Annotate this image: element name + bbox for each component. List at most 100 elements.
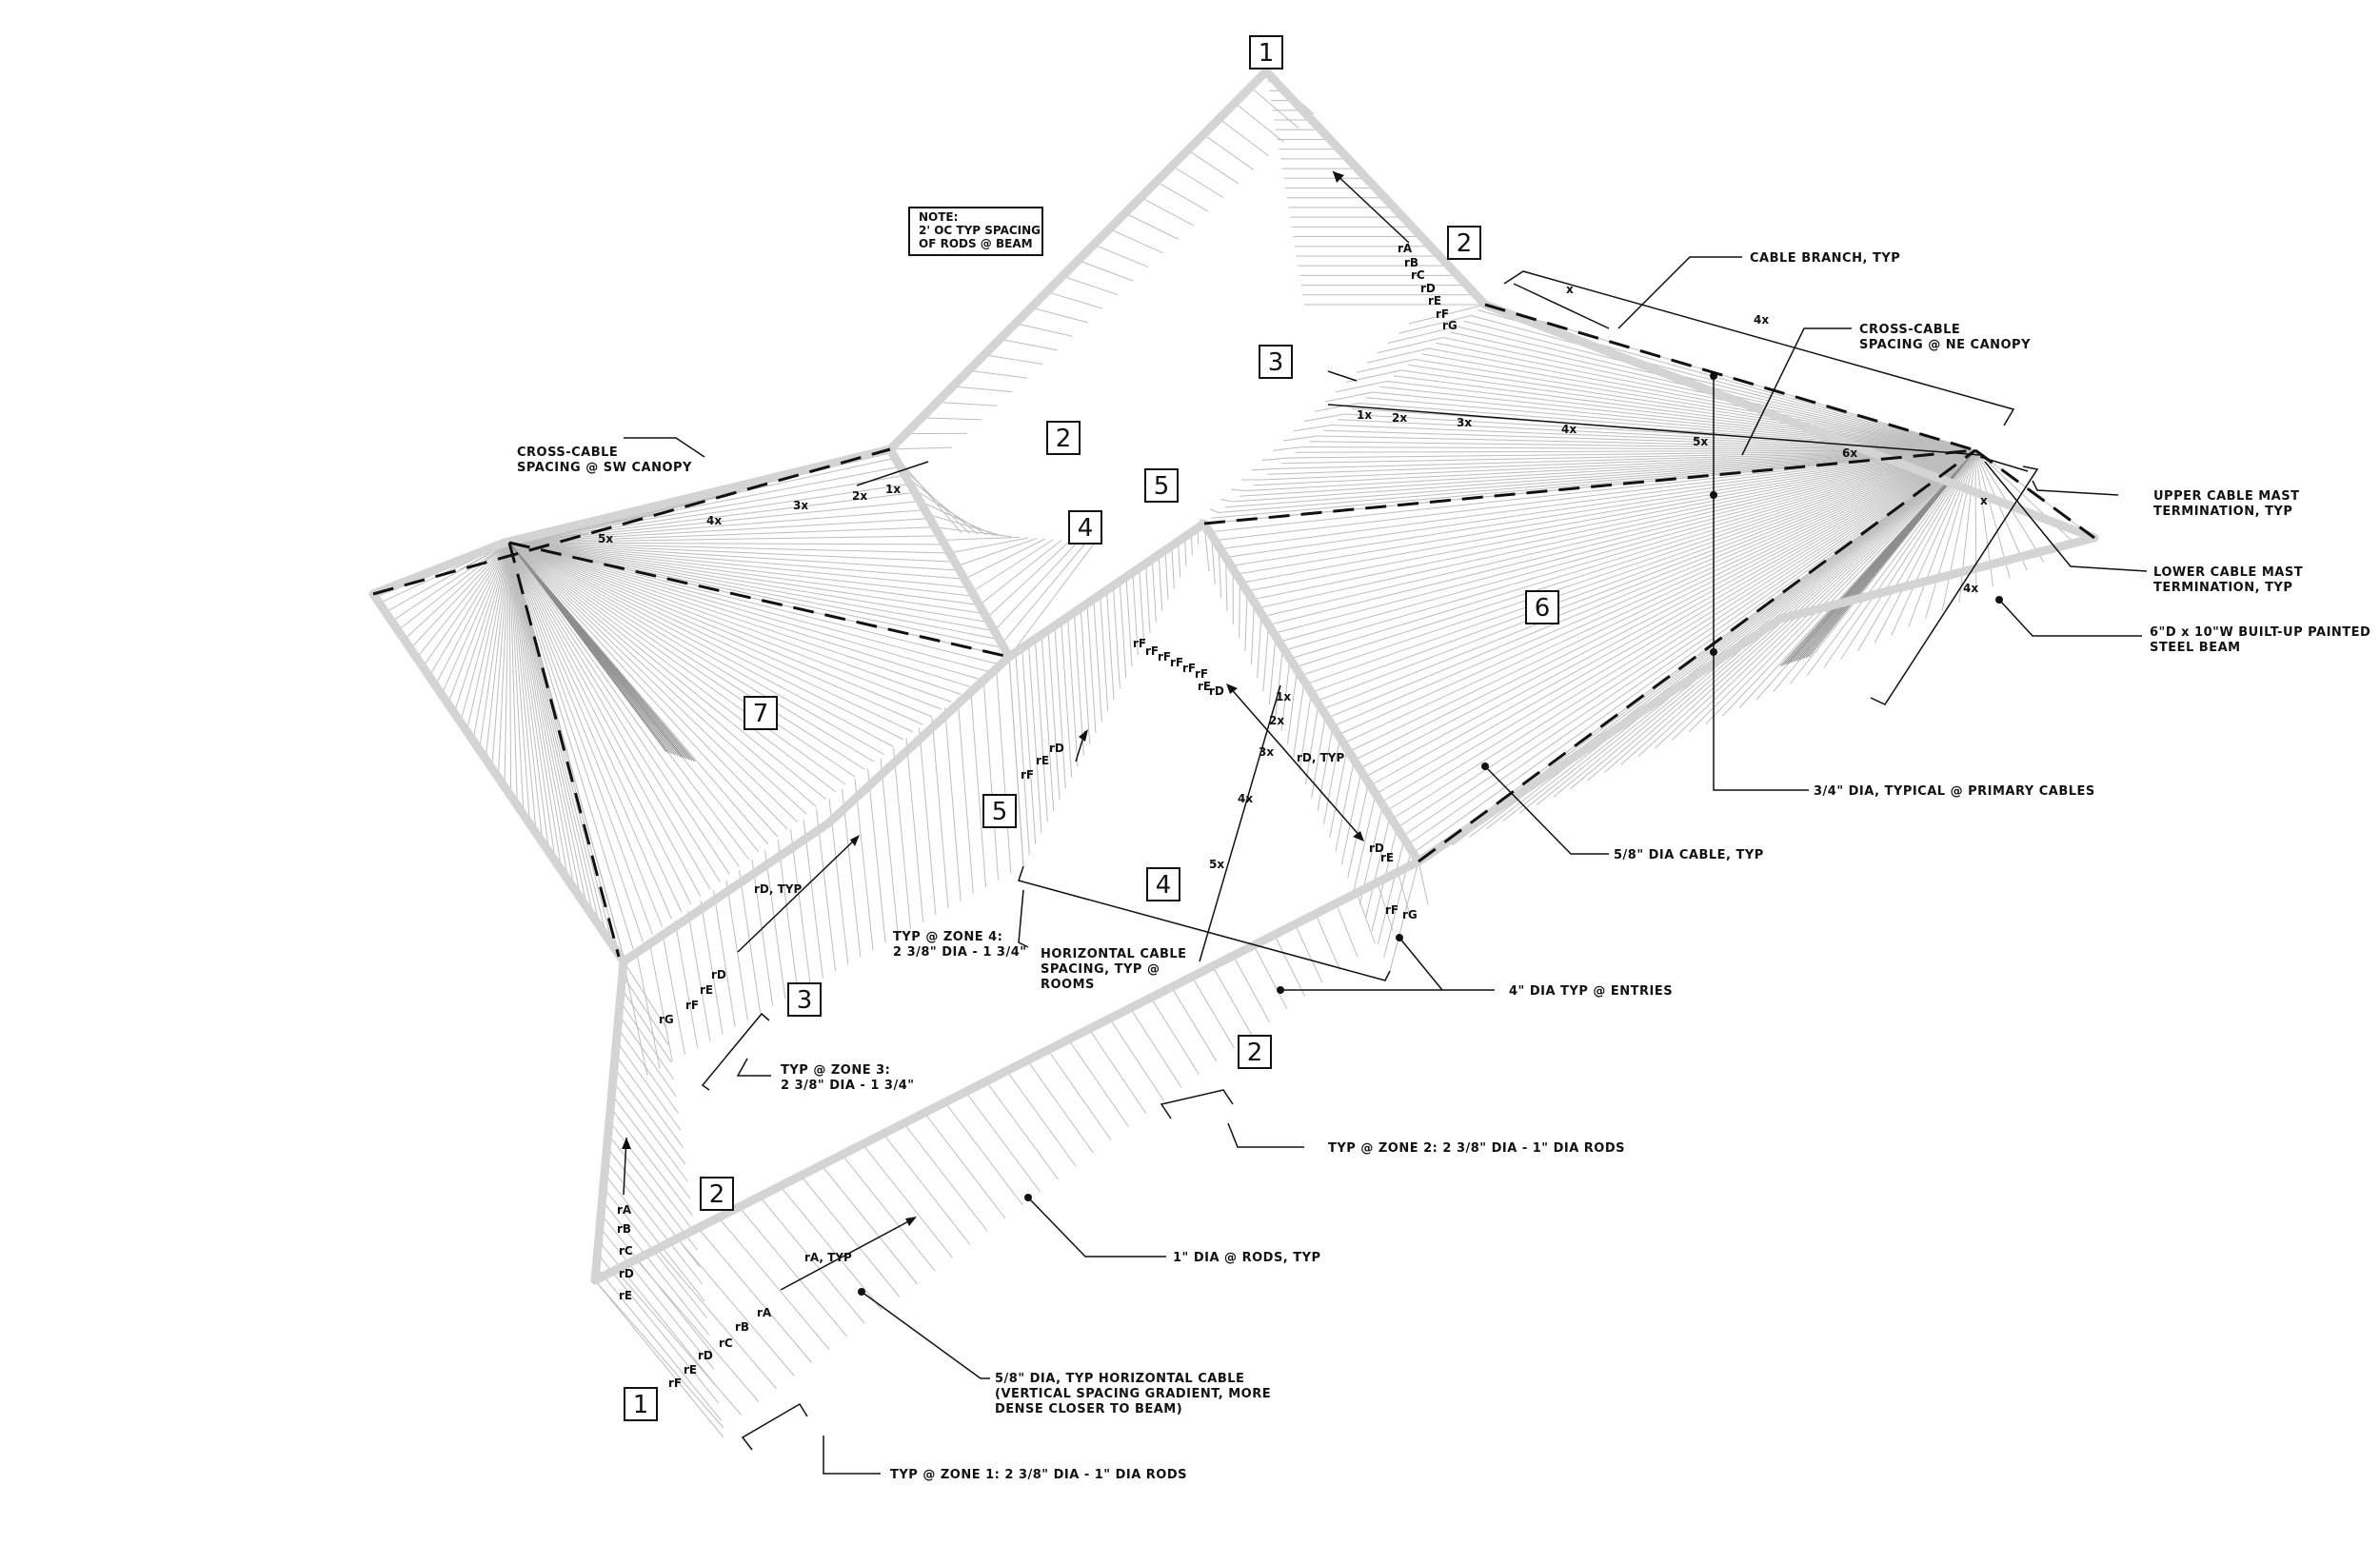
mesh-cable xyxy=(1203,134,1254,169)
zone-marker: 1 xyxy=(625,1388,657,1420)
mesh-cable xyxy=(1113,585,1120,688)
callout-cross-cable-ne-2: SPACING @ NE CANOPY xyxy=(1859,338,2031,352)
zone-number: 6 xyxy=(1535,594,1551,623)
mesh-cable xyxy=(1079,261,1134,282)
callout-cable-branch: CABLE BRANCH, TYP xyxy=(1750,251,1900,266)
spacing-sw-label: 4x xyxy=(706,514,722,527)
rod-label: rC xyxy=(619,1244,633,1258)
mesh-cable xyxy=(1520,450,1976,813)
callout-horizontal-rooms-3: ROOMS xyxy=(1041,978,1095,992)
mesh-cable xyxy=(1325,392,1373,402)
mesh-cable xyxy=(1027,1060,1093,1153)
mesh-cable xyxy=(1007,1071,1077,1166)
zone-number: 2 xyxy=(1056,425,1072,453)
spacing-ne-label: 6x xyxy=(1842,446,1857,460)
mesh-cable xyxy=(968,370,1027,378)
mesh-cable xyxy=(843,789,861,958)
dim-rd-typ-zone4: rD, TYP xyxy=(1297,751,1344,764)
mesh-cable xyxy=(509,543,960,570)
mesh-cable xyxy=(613,1081,688,1182)
rod-label: rE xyxy=(619,1289,632,1302)
rod-label: rD xyxy=(619,1267,634,1280)
mesh-cable xyxy=(698,1228,811,1362)
rod-label: rG xyxy=(659,1013,674,1026)
zone-number: 1 xyxy=(633,1391,649,1419)
mesh-cable xyxy=(1213,966,1252,1036)
mesh-cable xyxy=(509,543,913,732)
rod-label: rA xyxy=(1398,242,1413,255)
zone-number: 2 xyxy=(1247,1039,1263,1067)
rod-label: rE xyxy=(1428,294,1441,307)
mesh-cable xyxy=(509,543,806,814)
spacing-room-label: 3x xyxy=(1259,745,1274,759)
rod-label: rF xyxy=(1158,650,1171,664)
mesh-cable xyxy=(1245,591,1247,651)
rod-label: rF xyxy=(1145,644,1159,658)
callout-cross-cable-sw-2: SPACING @ SW CANOPY xyxy=(517,461,692,475)
mesh-cable xyxy=(1295,924,1322,983)
mesh-cable xyxy=(1284,450,1975,650)
rod-label: rD xyxy=(1049,742,1064,755)
callout-cross-cable-sw-1: CROSS-CABLE xyxy=(517,446,618,460)
mesh-cable xyxy=(890,447,952,449)
mesh-cable xyxy=(1087,604,1096,733)
mesh-cable xyxy=(958,698,973,895)
mesh-cable xyxy=(1101,595,1108,711)
mesh-cable xyxy=(1386,450,1975,811)
mesh-cable xyxy=(739,1207,846,1337)
mesh-cable xyxy=(714,890,736,1026)
zone-marker: 2 xyxy=(1047,422,1080,454)
mesh-cable xyxy=(1210,509,1219,513)
mesh-cable xyxy=(649,941,672,1062)
mesh-cable xyxy=(1276,647,1283,718)
mesh-cable xyxy=(1094,245,1148,267)
mesh-cable xyxy=(1152,559,1156,622)
spacing-sw-label: 2x xyxy=(852,489,867,503)
callout-zone3-2: 2 3/8" DIA - 1 3/4" xyxy=(781,1079,915,1093)
mesh-cable xyxy=(1125,213,1179,239)
mesh-cable xyxy=(1157,182,1208,211)
mesh-cable xyxy=(1188,150,1239,184)
dim-x-mast: x xyxy=(1980,494,1988,507)
callout-horizontal-rooms-2: SPACING, TYP @ xyxy=(1041,962,1160,977)
rod-label: rF xyxy=(1182,662,1196,675)
mesh-cable xyxy=(663,931,685,1055)
mesh-cable xyxy=(1287,670,1297,744)
mesh-cable xyxy=(863,1144,952,1258)
mesh-cable xyxy=(942,537,1021,540)
mesh-cable xyxy=(1109,228,1162,252)
mesh-cable xyxy=(1062,276,1118,295)
mesh-cable xyxy=(801,1176,900,1297)
mesh-cable xyxy=(675,921,698,1047)
mesh-cable xyxy=(781,1186,883,1310)
rod-label: rF xyxy=(1021,768,1034,782)
mesh-cable xyxy=(1041,635,1054,811)
mesh-cable xyxy=(1016,652,1030,855)
mesh-cable xyxy=(1016,324,1073,337)
mesh-cable xyxy=(957,539,1036,566)
mesh-cable xyxy=(1370,450,1975,785)
mesh-cable xyxy=(1273,447,1302,451)
leader-dots xyxy=(858,372,2003,1296)
dim-4x-mast: 4x xyxy=(1963,582,1978,595)
mesh-cable xyxy=(881,759,898,937)
rod-label: rD xyxy=(711,968,726,981)
mesh-cable xyxy=(1179,542,1180,578)
mesh-cable xyxy=(1327,450,1975,718)
spacing-sw-label: 1x xyxy=(885,483,901,496)
rod-label: rF xyxy=(685,999,699,1012)
mesh-cable xyxy=(1656,450,1976,748)
mesh-cable xyxy=(920,728,936,916)
mesh-cable xyxy=(1000,339,1058,350)
rod-series-labels: rArBrCrDrErFrGrArBrCrDrErArBrCrDrErFrDrE… xyxy=(617,242,1458,1390)
rod-label: rG xyxy=(1442,319,1458,332)
mesh-cable xyxy=(624,961,647,1076)
mesh-cable xyxy=(1392,450,1975,820)
mesh-cable xyxy=(1220,500,1233,503)
rod-label: rB xyxy=(1404,256,1418,269)
mesh-cable xyxy=(984,355,1042,365)
callout-entries: 4" DIA TYP @ ENTRIES xyxy=(1509,984,1673,999)
mesh-cable xyxy=(1315,404,1359,412)
mesh-cable xyxy=(598,1254,720,1403)
